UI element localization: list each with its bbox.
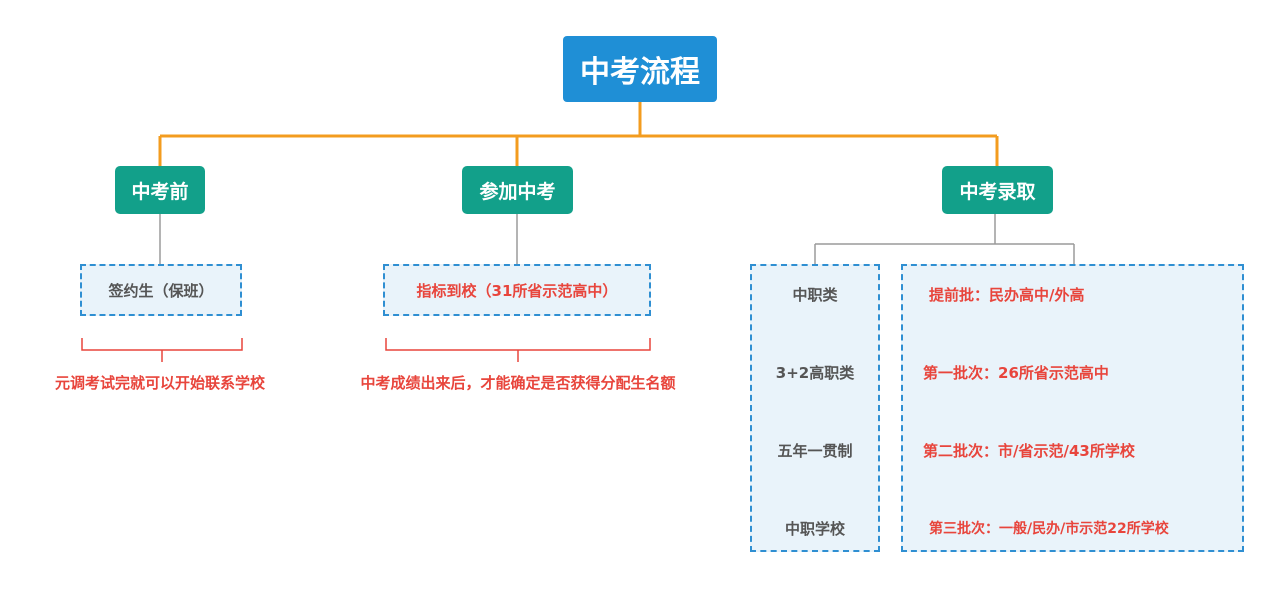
vocational-item: 中职学校 <box>784 520 845 538</box>
admission-batch: 第三批次：一般/民办/市示范22所学校 <box>929 521 1169 537</box>
signed-student-box: 签约生（保班） <box>80 264 242 316</box>
admission-batch: 第二批次：市/省示范/43所学校 <box>923 442 1135 460</box>
stage-before-exam-title: 中考前 <box>131 180 189 203</box>
admission-batch: 第一批次：26所省示范高中 <box>923 364 1109 382</box>
before-exam-note-text: 元调考试完就可以开始联系学校 <box>54 374 265 392</box>
root-node: 中考流程 <box>563 36 717 102</box>
quota-allocation-box: 指标到校（31所省示范高中） <box>383 264 651 316</box>
admission-batches-column: 提前批：民办高中/外高 第一批次：26所省示范高中 第二批次：市/省示范/43所… <box>901 264 1244 552</box>
stage-take-exam: 参加中考 <box>462 166 573 214</box>
stage-admission-title: 中考录取 <box>959 180 1036 203</box>
vocational-item: 3+2高职类 <box>775 364 855 382</box>
take-exam-note: 中考成绩出来后，才能确定是否获得分配生名额 <box>318 372 718 393</box>
stage-before-exam: 中考前 <box>115 166 205 214</box>
take-exam-note-text: 中考成绩出来后，才能确定是否获得分配生名额 <box>360 374 676 392</box>
root-title: 中考流程 <box>580 55 700 90</box>
stage-take-exam-title: 参加中考 <box>479 180 556 203</box>
quota-allocation-label: 指标到校（31所省示范高中） <box>416 281 618 300</box>
vocational-item: 五年一贯制 <box>777 442 853 460</box>
stage-admission: 中考录取 <box>942 166 1053 214</box>
signed-student-label: 签约生（保班） <box>108 281 214 300</box>
before-exam-note: 元调考试完就可以开始联系学校 <box>20 372 300 393</box>
admission-batch: 提前批：民办高中/外高 <box>929 286 1085 304</box>
vocational-column: 中职类 3+2高职类 五年一贯制 中职学校 <box>750 264 880 552</box>
vocational-item: 中职类 <box>792 286 838 304</box>
